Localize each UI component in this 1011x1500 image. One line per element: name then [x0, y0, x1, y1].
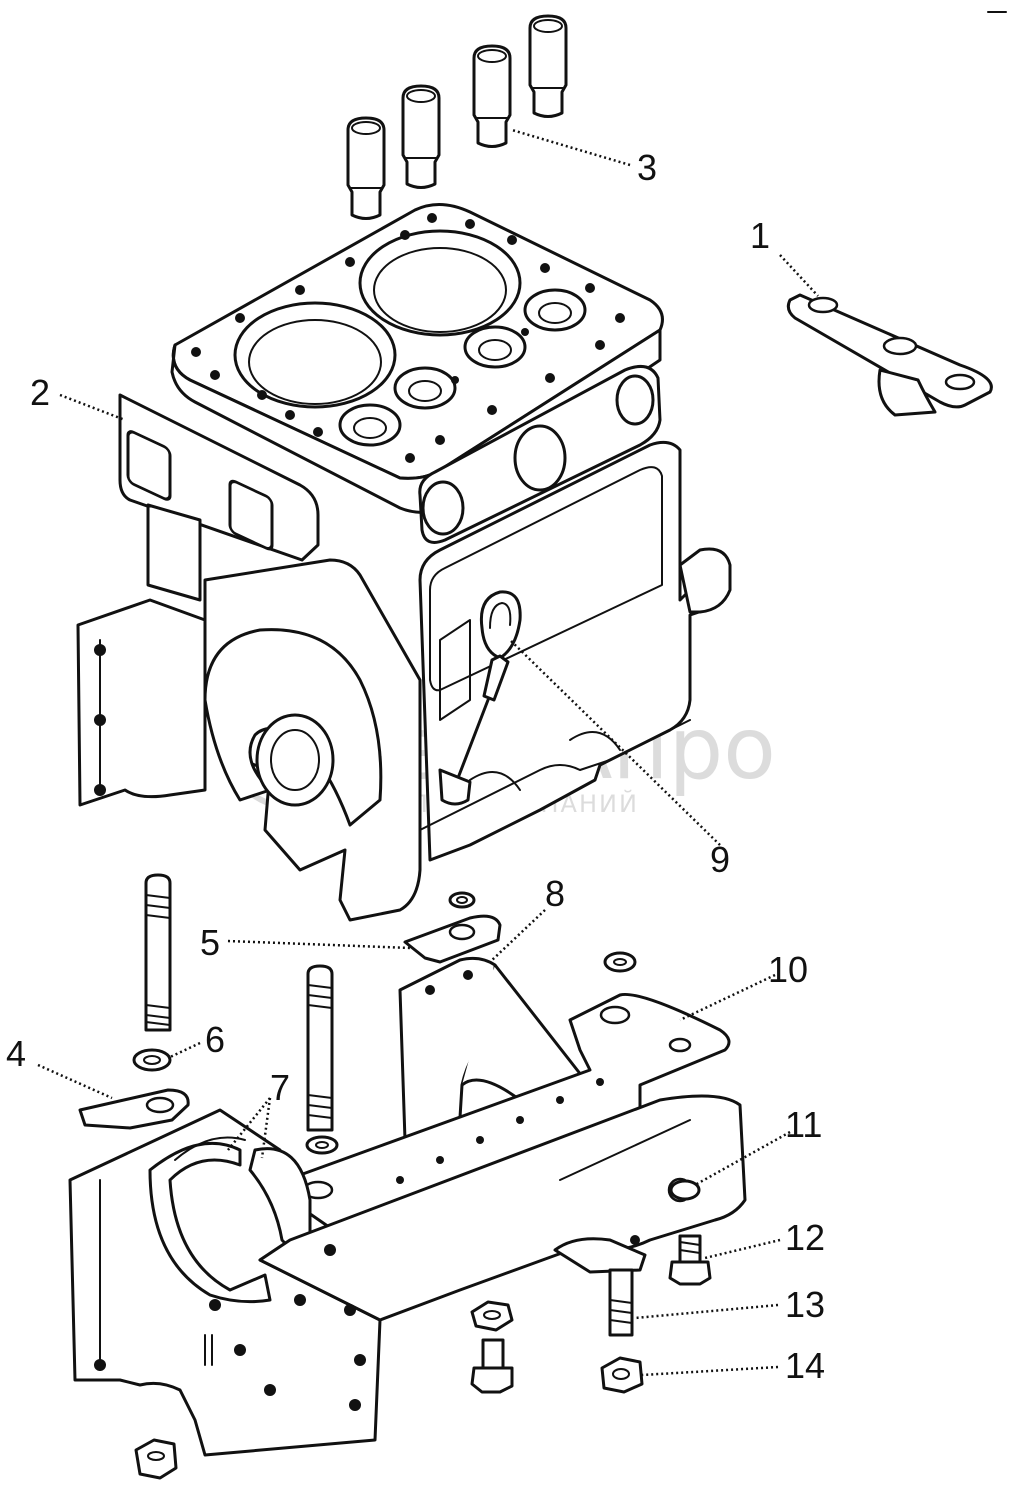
bolt-12 [668, 1234, 712, 1286]
gasket-small [403, 891, 502, 964]
dipstick [438, 590, 522, 806]
callout-4: 4 [6, 1033, 26, 1074]
bore-2 [358, 229, 522, 337]
nut-14 [600, 1356, 644, 1394]
leader-1 [779, 254, 819, 297]
callout-1: 1 [750, 215, 770, 256]
nut-lower-center [470, 1300, 514, 1332]
valve-sleeves [346, 14, 568, 220]
leader-3 [511, 128, 631, 167]
callout-3: 3 [637, 147, 657, 188]
washer-6 [132, 1048, 172, 1072]
deck-holes [191, 213, 625, 463]
bolt-lower-center [470, 1338, 514, 1394]
leader-4 [37, 1063, 113, 1100]
leader-7b [260, 1097, 272, 1159]
washer-top-right [603, 951, 637, 973]
callout-14: 14 [785, 1345, 825, 1386]
callout-5: 5 [200, 922, 220, 963]
leader-5 [227, 939, 411, 950]
bearing-shell-7a [148, 1141, 272, 1304]
callout-9: 9 [710, 839, 730, 880]
callout-6: 6 [205, 1019, 225, 1060]
leader-7a [227, 1097, 271, 1151]
callout-2: 2 [30, 372, 50, 413]
stud-13 [608, 1268, 634, 1337]
gasket-4 [78, 1088, 190, 1130]
nut-lower-left [134, 1438, 178, 1480]
leader-9 [509, 639, 721, 846]
callout-labels: 1 2 3 4 5 6 7 8 9 10 11 12 13 14 [6, 147, 825, 1386]
sleeve-2 [401, 84, 441, 189]
leader-lines [37, 128, 819, 1377]
leader-10 [679, 973, 776, 1022]
callout-12: 12 [785, 1217, 825, 1258]
callout-7: 7 [270, 1067, 290, 1108]
crankcase-holes [209, 1244, 366, 1411]
leader-6 [167, 1041, 201, 1060]
fastener-11 [669, 1179, 701, 1201]
stud-1 [144, 873, 172, 1032]
leader-13 [634, 1303, 779, 1320]
sleeve-1 [346, 116, 386, 220]
leader-2 [59, 393, 126, 422]
callout-13: 13 [785, 1284, 825, 1325]
lower-crankcase [68, 1094, 747, 1457]
sleeve-3 [472, 44, 512, 148]
cylinder-block [76, 203, 732, 922]
sleeve-4 [528, 14, 568, 118]
stud-2 [306, 964, 334, 1132]
leader-12 [704, 1238, 781, 1260]
callout-10: 10 [768, 949, 808, 990]
callout-8: 8 [545, 873, 565, 914]
leader-14 [641, 1365, 779, 1377]
leader-11 [694, 1130, 791, 1187]
crank-bore [255, 713, 335, 807]
lifting-bracket [786, 293, 993, 417]
washer-stud-2 [305, 1135, 339, 1155]
callout-11: 11 [785, 1104, 822, 1145]
